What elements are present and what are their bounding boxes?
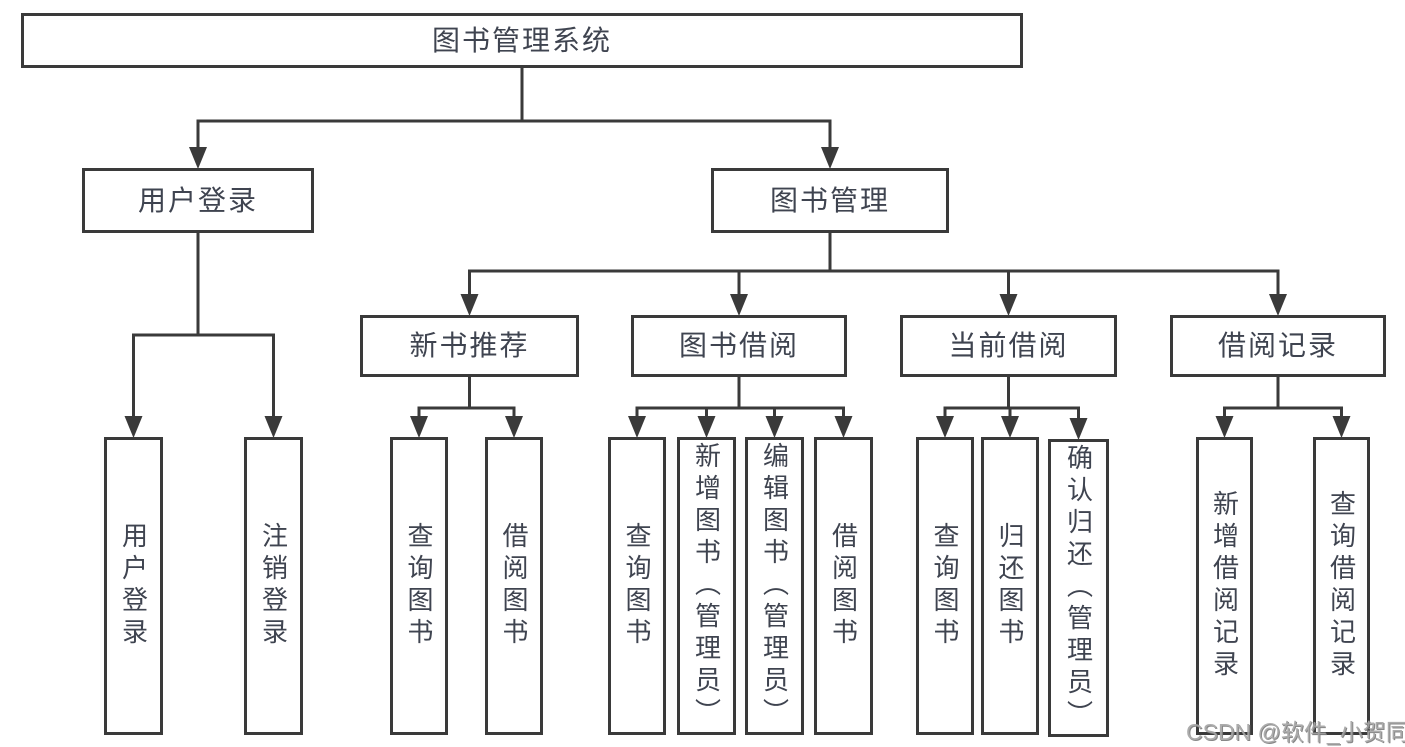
node-label: 借阅记录 [1217, 330, 1338, 361]
node-leaf-confirm-return: 确认归还（管理员） [1048, 439, 1109, 737]
node-label: 查询图书 [622, 522, 652, 650]
arrowhead-icon [505, 416, 523, 438]
node-borrow-records: 借阅记录 [1170, 315, 1386, 377]
node-label: 用户登录 [137, 184, 258, 216]
node-label: 编辑图书（管理员） [759, 442, 790, 730]
node-leaf-borrow-books-2: 借阅图书 [814, 437, 873, 735]
node-label: 新书推荐 [409, 330, 530, 361]
node-label: 图书管理 [769, 184, 890, 216]
node-leaf-add-borrow-rec: 新增借阅记录 [1196, 437, 1253, 735]
node-label: 图书借阅 [678, 330, 799, 361]
arrowhead-icon [1069, 418, 1088, 440]
node-label: 查询借阅记录 [1326, 490, 1357, 682]
node-label: 归还图书 [995, 522, 1025, 650]
node-new-book-rec: 新书推荐 [360, 315, 579, 377]
watermark: CSDN @软件_小贺同学 [1186, 719, 1405, 745]
arrowhead-icon [628, 416, 646, 438]
arrowhead-icon [1001, 416, 1019, 438]
node-label: 注销登录 [258, 522, 289, 650]
arrowhead-icon [730, 294, 748, 316]
arrowhead-icon [1215, 416, 1234, 438]
node-label: 新增图书（管理员） [691, 442, 722, 730]
arrowhead-icon [999, 294, 1018, 316]
node-leaf-edit-books: 编辑图书（管理员） [745, 437, 804, 735]
node-current-borrow: 当前借阅 [900, 315, 1117, 377]
node-label: 查询图书 [930, 522, 960, 650]
arrowhead-icon [410, 416, 428, 438]
node-root: 图书管理系统 [21, 13, 1023, 68]
node-label: 当前借阅 [948, 330, 1069, 361]
arrowhead-icon [264, 416, 283, 438]
node-leaf-return-books: 归还图书 [981, 437, 1039, 735]
node-label: 借阅图书 [828, 522, 859, 650]
node-book-borrow: 图书借阅 [631, 315, 847, 377]
arrowhead-icon [1332, 416, 1351, 438]
node-leaf-query-borrow-rec: 查询借阅记录 [1313, 437, 1370, 735]
node-label: 借阅图书 [499, 522, 529, 650]
node-label: 确认归还（管理员） [1063, 444, 1094, 732]
node-leaf-query-books-3: 查询图书 [916, 437, 974, 735]
node-leaf-query-books-2: 查询图书 [608, 437, 666, 735]
arrowhead-icon [834, 416, 853, 438]
node-leaf-borrow-books-1: 借阅图书 [485, 437, 543, 735]
node-leaf-add-books: 新增图书（管理员） [677, 437, 736, 735]
node-label: 新增借阅记录 [1209, 490, 1240, 682]
arrowhead-icon [189, 147, 207, 169]
node-book-mgmt: 图书管理 [711, 168, 949, 233]
node-label: 图书管理系统 [431, 24, 612, 56]
node-leaf-user-login: 用户登录 [104, 437, 163, 735]
arrowhead-icon [697, 416, 716, 438]
node-user-login: 用户登录 [82, 168, 314, 233]
arrowhead-icon [1269, 294, 1287, 316]
node-label: 用户登录 [118, 522, 149, 650]
arrowhead-icon [936, 416, 954, 438]
node-label: 查询图书 [404, 522, 434, 650]
node-leaf-logout: 注销登录 [244, 437, 303, 735]
arrowhead-icon [765, 416, 784, 438]
arrowhead-icon [124, 416, 143, 438]
arrowhead-icon [821, 147, 839, 169]
node-leaf-query-books-1: 查询图书 [390, 437, 448, 735]
arrowhead-icon [460, 294, 479, 316]
